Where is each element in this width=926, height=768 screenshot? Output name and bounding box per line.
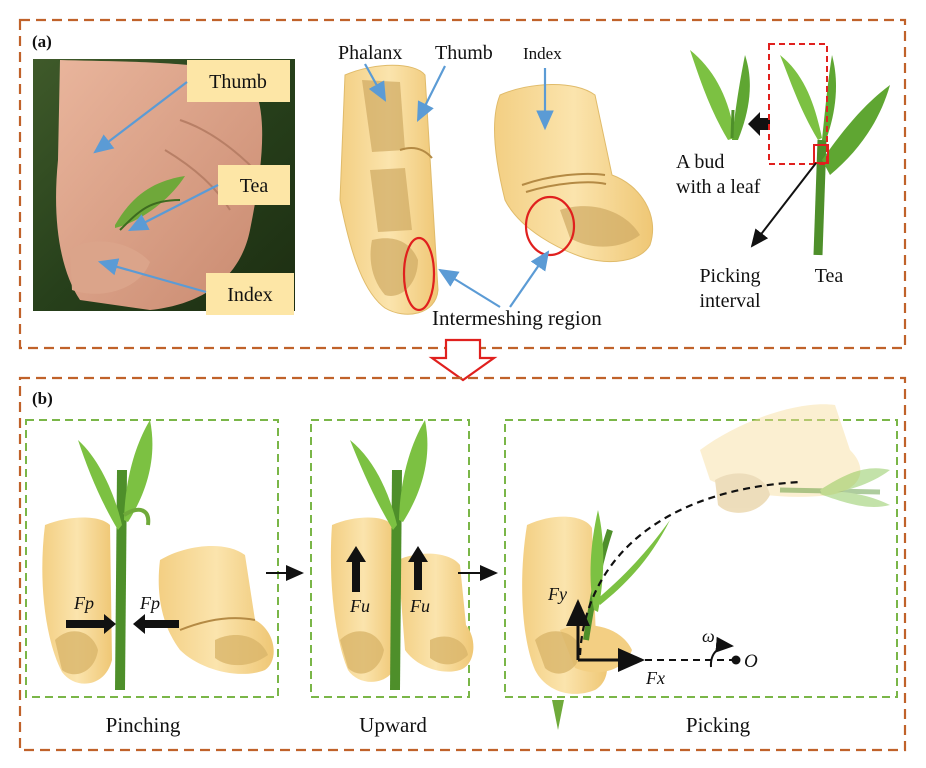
origin-label: O (744, 651, 758, 672)
force-fu-right-head (408, 546, 428, 562)
force-fx-label: Fx (645, 668, 665, 688)
panel-b-frame (18, 376, 907, 752)
picking-box (768, 43, 828, 165)
index-illustration (494, 84, 654, 263)
label-picking-line2: interval (699, 290, 761, 312)
arrow-intermesh-index (509, 250, 550, 308)
picking-interval-arrow (750, 162, 817, 248)
index-intermesh-ring (524, 195, 576, 257)
callout-index-box (206, 273, 294, 315)
picking-trajectory (578, 480, 801, 656)
detach-arrow (748, 112, 770, 136)
omega-arc (709, 636, 734, 668)
transition-arrow (428, 338, 498, 382)
thumb-intermesh-ring (402, 236, 436, 312)
force-fu-right-label: Fu (409, 596, 430, 616)
force-fu-left-head (346, 546, 366, 562)
picking-ghost-shoot (779, 468, 890, 507)
upward-shoot (350, 420, 428, 691)
label-tea-plant: Tea (815, 265, 844, 287)
force-fu-left-arrow (352, 560, 360, 592)
tea-bud-detached (690, 50, 750, 140)
caption-picking: Picking (686, 713, 751, 737)
label-index: Index (523, 44, 562, 63)
force-fy-label: Fy (547, 584, 567, 604)
callout-thumb-label: Thumb (209, 71, 267, 93)
upward-frame (310, 419, 470, 698)
label-thumb: Thumb (435, 42, 493, 64)
picking-interval-marker (813, 144, 829, 164)
rotation-center (731, 655, 741, 665)
force-fu-right-arrow (414, 560, 422, 590)
label-picking-line1: Picking (699, 265, 760, 287)
thumb-illustration (339, 64, 439, 315)
callout-tea-box (218, 165, 290, 205)
force-fu-left-label: Fu (349, 596, 370, 616)
label-bud-line1: A bud (676, 151, 724, 173)
picking-ghost-finger (700, 404, 861, 513)
force-fp-left-head (104, 614, 116, 634)
arrow-phalanx (364, 63, 387, 102)
label-phalanx: Phalanx (338, 42, 402, 64)
caption-upward: Upward (359, 713, 427, 737)
callout-index-label: Index (227, 284, 273, 306)
pinching-thumb (42, 517, 112, 684)
picking-frame (504, 419, 898, 698)
pinching-frame (25, 419, 279, 698)
callout-tea-label: Tea (240, 175, 269, 197)
picking-shoot (583, 510, 670, 641)
force-fp-right-label: Fp (139, 593, 160, 613)
callout-thumb-box (187, 60, 290, 102)
pinching-shoot (78, 420, 153, 691)
arrow-thumb (417, 65, 446, 122)
force-fp-left-label: Fp (73, 593, 94, 613)
tea-plant (780, 55, 890, 256)
force-fp-right-head (133, 614, 145, 634)
label-bud-line2: with a leaf (676, 176, 761, 198)
caption-pinching: Pinching (106, 713, 181, 737)
arrow-intermesh-thumb (438, 268, 501, 308)
pinching-index (158, 545, 274, 674)
omega-label: ω (702, 626, 715, 646)
callout-thumb-arrow (93, 81, 188, 154)
panel-b-tag: (b) (32, 389, 53, 408)
panel-a-tag: (a) (32, 32, 52, 51)
callout-tea-arrow (128, 184, 219, 232)
force-fp-left-arrow (66, 620, 106, 628)
callout-index-arrow (97, 258, 207, 294)
force-fp-right-arrow (143, 620, 179, 628)
label-intermeshing: Intermeshing region (432, 306, 602, 330)
